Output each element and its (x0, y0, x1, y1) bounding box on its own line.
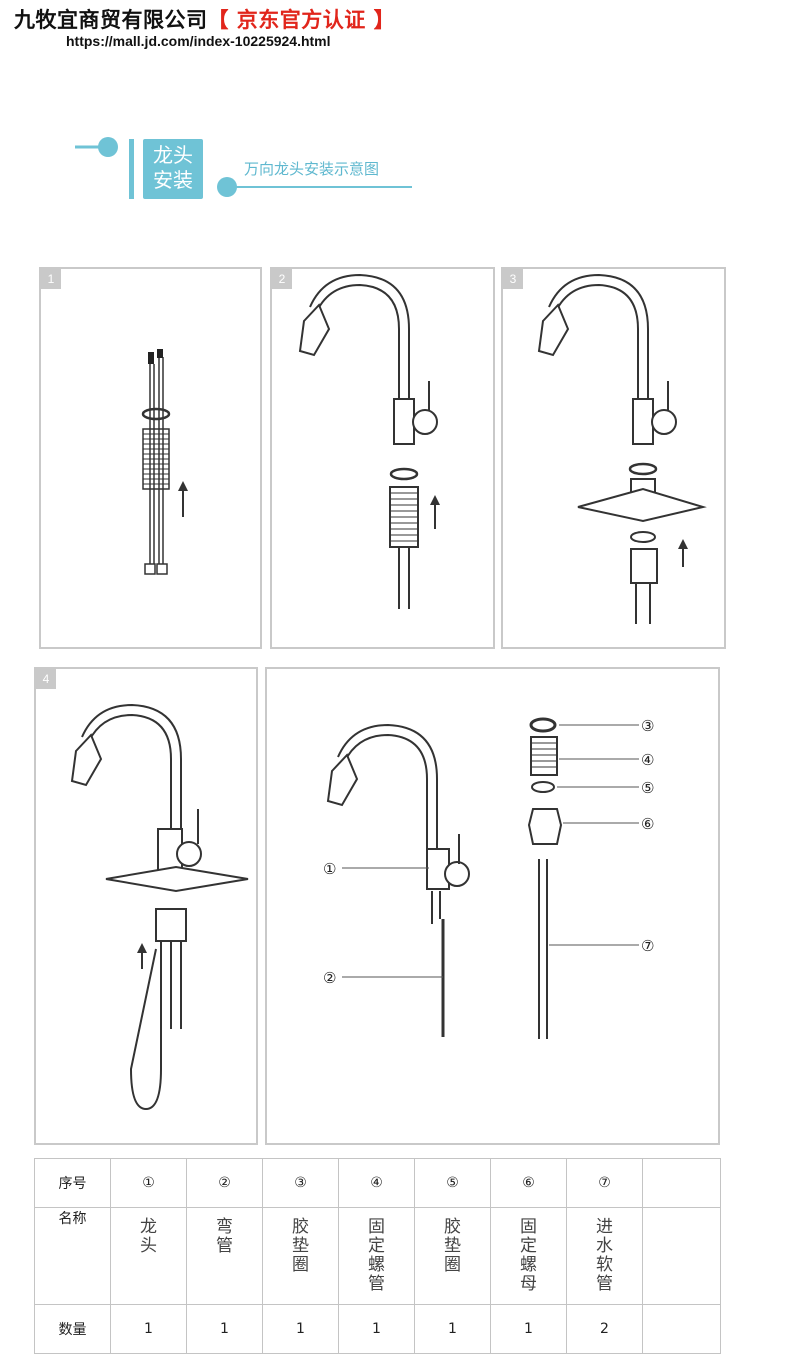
callout-6: ⑥ (641, 815, 654, 833)
table-cell: ③ (262, 1158, 339, 1208)
table-cell: 1 (338, 1304, 415, 1354)
step-number: 3 (503, 269, 523, 289)
table-cell: 进水软管 (566, 1207, 643, 1305)
table-cell: 固定螺母 (490, 1207, 567, 1305)
callout-7: ⑦ (641, 937, 654, 955)
callout-5: ⑤ (641, 779, 654, 797)
table-row-qty: 数量 1 1 1 1 1 1 2 (34, 1304, 721, 1354)
part-name: 固定螺管 (368, 1217, 385, 1294)
company-name: 九牧宜商贸有限公司【 京东官方认证 】 (14, 4, 395, 34)
step-panel-1: 1 (39, 267, 262, 649)
step-number: 2 (272, 269, 292, 289)
table-cell: 龙头 (110, 1207, 187, 1305)
parts-table: 序号 ① ② ③ ④ ⑤ ⑥ ⑦ 名称 龙头 弯管 胶垫圈 固定螺管 胶垫圈 固… (34, 1158, 721, 1354)
part-name: 固定螺母 (520, 1217, 537, 1294)
row-label-qty: 数量 (34, 1304, 111, 1354)
parts-panel: ① ② ③ ④ ⑤ ⑥ ⑦ (265, 667, 720, 1145)
part-name: 龙头 (140, 1217, 157, 1256)
table-cell: 弯管 (186, 1207, 263, 1305)
table-cell: ⑦ (566, 1158, 643, 1208)
step-3-illustration (537, 273, 707, 624)
step-2-illustration (298, 273, 440, 609)
table-row-index: 序号 ① ② ③ ④ ⑤ ⑥ ⑦ (34, 1158, 721, 1208)
row-label-index: 序号 (34, 1158, 111, 1208)
shop-url[interactable]: https://mall.jd.com/index-10225924.html (66, 33, 331, 49)
table-cell-empty (642, 1304, 721, 1354)
section-badge: 龙头 安装 (143, 139, 203, 199)
section-header-decoration (75, 137, 412, 199)
badge-line-2: 安装 (153, 168, 193, 192)
table-cell: 胶垫圈 (262, 1207, 339, 1305)
table-cell-empty (642, 1158, 721, 1208)
table-cell-empty (642, 1207, 721, 1305)
step-number: 1 (41, 269, 61, 289)
table-cell: 固定螺管 (338, 1207, 415, 1305)
callout-4: ④ (641, 751, 654, 769)
table-cell: ① (110, 1158, 187, 1208)
table-cell: ④ (338, 1158, 415, 1208)
company-title: 九牧宜商贸有限公司 (14, 8, 208, 32)
step-panel-2: 2 (270, 267, 495, 649)
table-cell: ⑤ (414, 1158, 491, 1208)
callout-1: ① (323, 860, 336, 878)
table-cell: 1 (186, 1304, 263, 1354)
jd-certified-tag: 【 京东官方认证 】 (207, 8, 396, 32)
step-number: 4 (36, 669, 56, 689)
table-cell: 1 (490, 1304, 567, 1354)
table-cell: 胶垫圈 (414, 1207, 491, 1305)
callout-3: ③ (641, 717, 654, 735)
part-name: 胶垫圈 (444, 1217, 461, 1275)
table-cell: ⑥ (490, 1158, 567, 1208)
section-subtitle: 万向龙头安装示意图 (244, 160, 380, 178)
row-label-name: 名称 (34, 1207, 111, 1305)
callout-2: ② (323, 969, 336, 987)
badge-line-1: 龙头 (153, 143, 193, 167)
table-cell: 1 (262, 1304, 339, 1354)
part-name: 进水软管 (596, 1217, 613, 1294)
table-cell: 2 (566, 1304, 643, 1354)
parts-illustration: ① ② ③ ④ ⑤ ⑥ ⑦ (323, 717, 654, 1039)
table-cell: ② (186, 1158, 263, 1208)
step-panel-3: 3 (501, 267, 726, 649)
part-name: 弯管 (216, 1217, 233, 1256)
table-cell: 1 (414, 1304, 491, 1354)
table-cell: 1 (110, 1304, 187, 1354)
table-row-name: 名称 龙头 弯管 胶垫圈 固定螺管 胶垫圈 固定螺母 进水软管 (34, 1207, 721, 1305)
step-4-illustration (70, 703, 249, 1111)
part-name: 胶垫圈 (292, 1217, 309, 1275)
step-1-illustration (141, 349, 188, 575)
step-panel-4: 4 (34, 667, 258, 1145)
